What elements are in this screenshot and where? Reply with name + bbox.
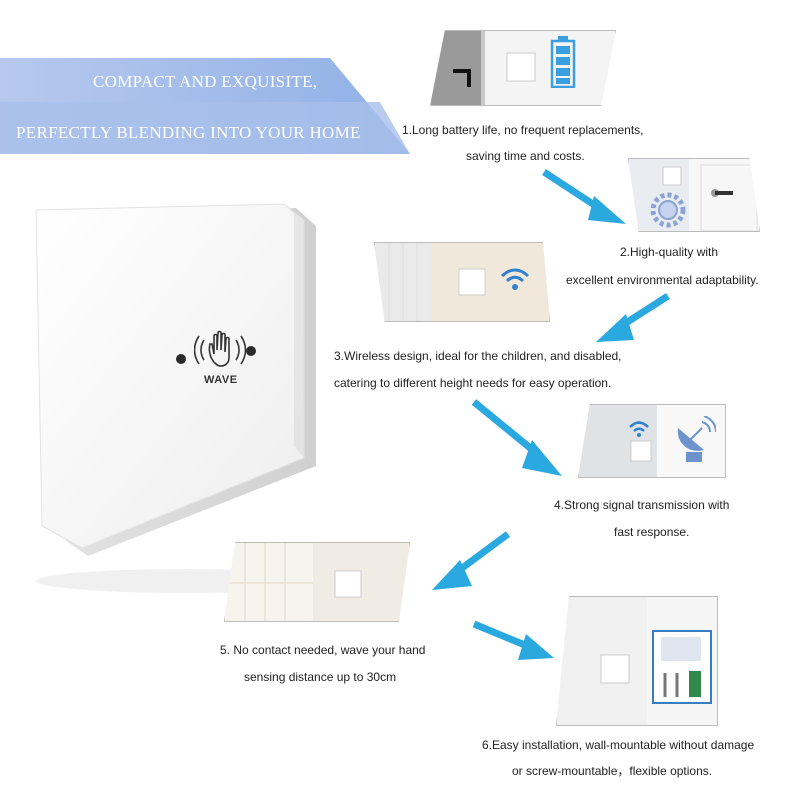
feature-3-image: [374, 242, 550, 322]
feature-6-line2: or screw-mountable，flexible options.: [512, 764, 713, 778]
arrow-1-to-2: [542, 169, 626, 224]
sensor-dot-left: [176, 354, 186, 364]
feature-5-image: [224, 542, 410, 622]
arrow-5-to-6: [472, 620, 554, 660]
feature-2-line1: 2.High-quality with: [620, 245, 719, 259]
battery-icon: [550, 36, 576, 89]
waving-hand-icon: [193, 330, 250, 370]
banner-ribbon: [0, 58, 410, 154]
feature-1-image: [430, 30, 616, 106]
sensor-dot-right: [246, 346, 256, 356]
feature-6-image: [556, 596, 718, 726]
product-image: [35, 203, 336, 593]
sensor-label: WAVE: [204, 374, 238, 386]
feature-1-line2: saving time and costs.: [466, 149, 585, 163]
screw-icon: [655, 668, 663, 698]
feature-4-line1: 4.Strong signal transmission with: [554, 498, 730, 512]
arrow-4-to-5: [432, 531, 511, 590]
feature-6-line1: 6.Easy installation, wall-mountable with…: [482, 738, 755, 752]
feature-4-line2: fast response.: [614, 525, 690, 539]
feature-3-line2: catering to different height needs for e…: [334, 376, 612, 390]
feature-1-line1: 1.Long battery life, no frequent replace…: [402, 123, 644, 137]
banner-title-line2: PERFECTLY BLENDING INTO YOUR HOME: [16, 123, 361, 142]
banner-title-line1: COMPACT AND EXQUISITE,: [93, 72, 318, 91]
wifi-icon: [500, 264, 530, 294]
feature-4-image: [578, 404, 726, 478]
arrow-2-to-3: [596, 293, 670, 342]
arrow-3-to-4: [471, 399, 562, 476]
feature-2-line2: excellent environmental adaptability.: [566, 273, 759, 287]
feature-2-image: [628, 158, 760, 232]
signal-wifi-icon: [628, 420, 650, 438]
feature-5-line1: 5. No contact needed, wave your hand: [220, 643, 426, 657]
gear-icon: [646, 190, 690, 230]
feature-5-line2: sensing distance up to 30cm: [244, 670, 397, 684]
satellite-dish-icon: [672, 415, 717, 464]
feature-3-line1: 3.Wireless design, ideal for the childre…: [334, 349, 622, 363]
